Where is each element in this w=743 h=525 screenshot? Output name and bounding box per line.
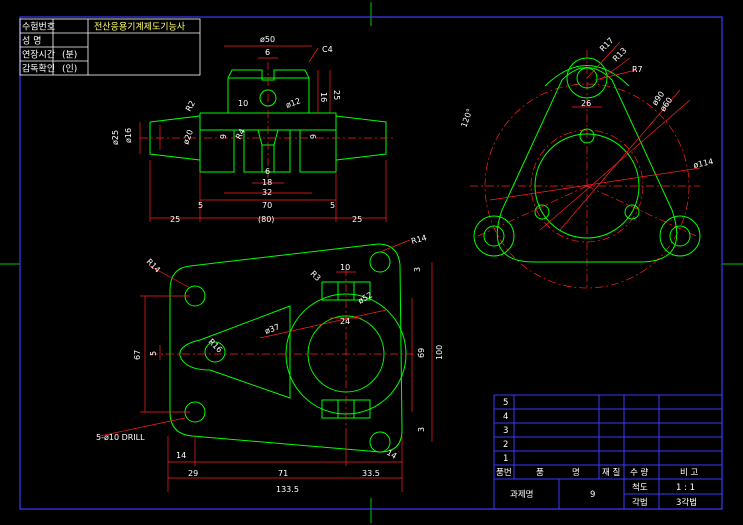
dim-label: 69	[417, 348, 426, 358]
dim-label: 33.5	[362, 469, 380, 478]
dim-label: 67	[133, 350, 142, 360]
header-label: 수험번호	[22, 22, 55, 33]
dim-label: ø114	[693, 157, 715, 170]
dim-label: 100	[435, 345, 444, 360]
dim-label: 6	[265, 48, 270, 57]
front-view: ø50 C4 6 16 25 R2 10 ø12 ø25 ø16 ø20 6 R…	[111, 35, 395, 224]
title-value: 9	[590, 490, 595, 500]
dim-label: 133.5	[276, 485, 299, 494]
dim-label: 26	[581, 99, 591, 108]
header-table: 수험번호 성 명 연장시간 감독확인 전산응용기계제도기능사 (분) (인)	[19, 18, 201, 76]
dim-label: R7	[632, 65, 643, 74]
dim-label: 16	[319, 92, 328, 102]
dim-label: 3	[413, 267, 422, 272]
dim-label: 14	[385, 448, 398, 461]
title-label: 과제명	[510, 489, 533, 500]
part-row-number: 1	[503, 454, 508, 464]
header-label: 연장시간	[22, 50, 55, 61]
dim-label: 70	[262, 201, 272, 210]
header-label: 감독확인	[22, 63, 55, 75]
dim-label: 6	[308, 134, 317, 139]
header-label: 성 명	[22, 36, 41, 47]
parts-header: 명	[572, 467, 580, 478]
dim-label: 6	[218, 134, 227, 139]
scale-label: 척도	[632, 483, 648, 493]
dim-label: 6	[265, 167, 270, 176]
dim-label: R14	[410, 233, 428, 246]
part-row-number: 2	[503, 440, 508, 450]
angle-label: 각법	[632, 497, 648, 508]
dim-label: (80)	[258, 215, 274, 224]
dim-label: 71	[278, 469, 288, 478]
dim-label: ø50	[260, 35, 275, 44]
header-value: (분)	[62, 50, 77, 61]
dim-label: ø16	[124, 128, 133, 143]
dim-label: 24	[340, 317, 350, 326]
dim-label: 10	[238, 99, 248, 108]
dim-label: ø25	[111, 130, 120, 145]
dim-label: 10	[340, 263, 350, 272]
side-view: R17 R13 R7 26 ø90 ø60 ø114 120°	[459, 36, 714, 290]
dim-label: 25	[352, 215, 362, 224]
parts-header: 품번	[496, 468, 512, 478]
scale-value: 1 : 1	[676, 483, 695, 493]
dim-label: 25	[332, 90, 341, 100]
dim-label: 29	[188, 469, 198, 478]
dim-label: C4	[322, 45, 333, 54]
angle-value: 3각법	[676, 497, 697, 508]
drawing-frame	[19, 16, 723, 510]
dim-label: 25	[170, 215, 180, 224]
parts-header: 비 고	[680, 468, 699, 478]
part-row-number: 4	[503, 412, 508, 422]
dim-label: 18	[262, 178, 272, 187]
part-row-number: 3	[503, 426, 508, 436]
header-value-title: 전산응용기계제도기능사	[94, 21, 186, 33]
parts-list: 5 4 3 2 1 품번 품 명 재 질 수 량 비 고 과제명 9 척도 1 …	[493, 394, 723, 510]
dim-label: 5	[198, 201, 203, 210]
parts-header: 재 질	[602, 467, 620, 478]
parts-header: 수 량	[630, 467, 649, 478]
dim-label: 3	[417, 427, 426, 432]
header-value: (인)	[62, 64, 77, 75]
dim-label: 5	[149, 351, 158, 356]
part-row-number: 5	[503, 398, 508, 408]
dim-label: 5	[330, 201, 335, 210]
parts-header: 품	[536, 468, 544, 478]
dim-label: 32	[262, 188, 272, 197]
dim-label: 14	[176, 451, 186, 460]
drill-note: 5-ø10 DRILL	[96, 433, 145, 442]
